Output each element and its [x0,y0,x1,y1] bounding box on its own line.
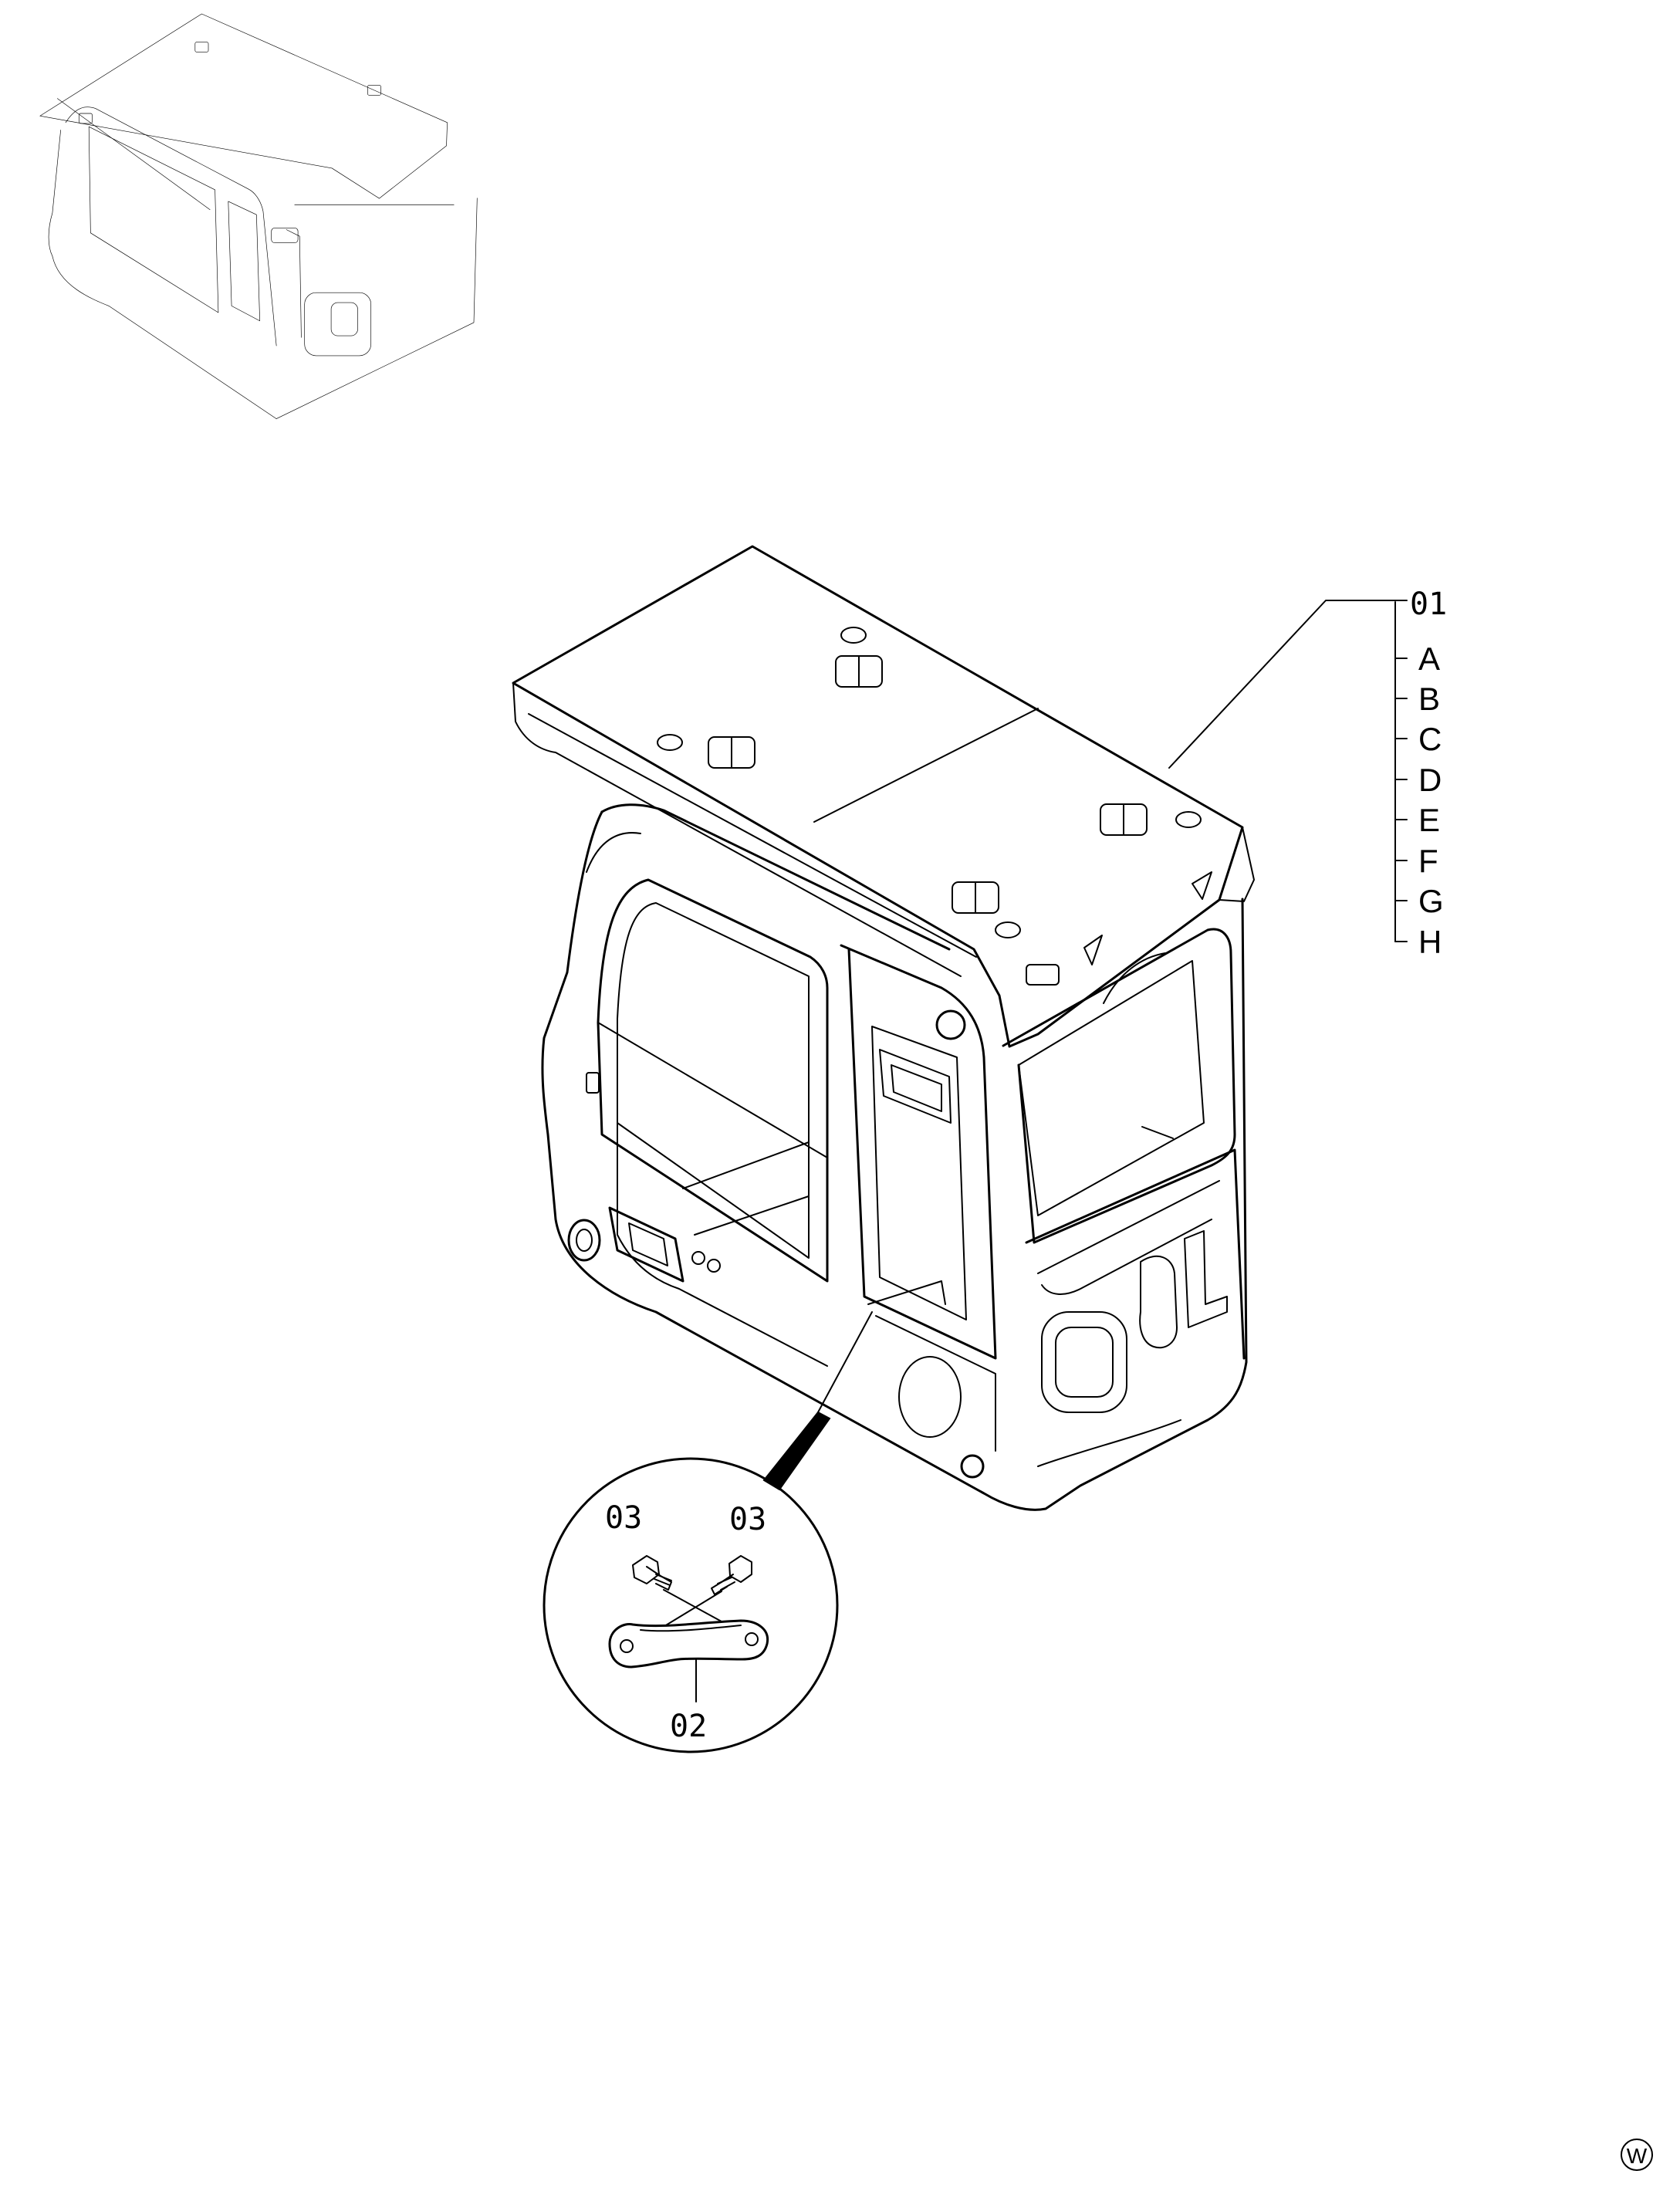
variant-label-h: H [1418,924,1442,960]
cab-overview-thumbnail-icon [39,13,478,419]
bolt-right-icon [711,1555,752,1595]
variant-label-b: B [1418,681,1440,717]
part-03-left-label: 03 [605,1500,642,1536]
variant-label-a: A [1418,641,1440,677]
variant-label-f: F [1418,843,1438,879]
handle-detail-magnifier-icon: 03 03 02 [543,1457,839,1753]
operator-cab-assembly-icon [512,545,1255,1511]
part-02-label: 02 [670,1709,707,1744]
part-01-label: 01 [1410,587,1447,622]
corner-mark-label: W [1627,2144,1648,2168]
variant-label-g: G [1418,883,1444,919]
variant-label-c: C [1418,721,1442,757]
part-03-right-label: 03 [729,1502,766,1537]
part-01-callout: 01 A B C D E F G H [1168,587,1447,960]
variant-label-d: D [1418,762,1442,798]
bolt-left-icon [632,1555,672,1591]
grab-handle-icon [608,1619,769,1669]
variant-label-e: E [1418,802,1440,838]
corner-mark: W [1621,2139,1653,2171]
